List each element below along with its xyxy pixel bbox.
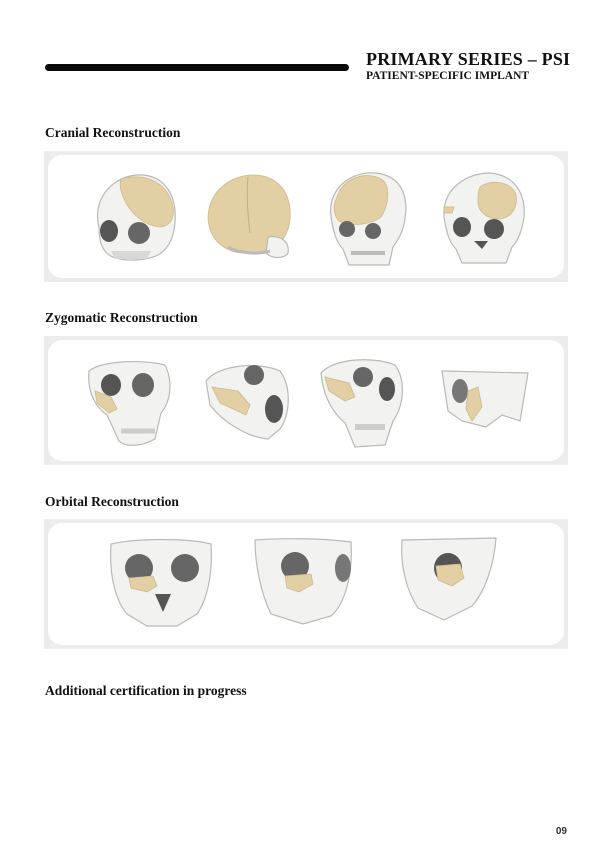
midface-front-orbital-implant: [109, 538, 212, 627]
zygomatic-image-panel: [44, 336, 568, 465]
midface-oblique-orbital-implant: [254, 538, 352, 625]
header-rule: [45, 64, 349, 71]
skull-front-right-cranial-implant: [442, 171, 525, 264]
midface-side-orbital-implant: [400, 537, 497, 621]
skull-fragment-zygomatic-implant: [440, 369, 529, 428]
page-subtitle: PATIENT-SPECIFIC IMPLANT: [366, 70, 530, 82]
cranial-image-panel: [44, 151, 568, 282]
section-title-zygomatic: Zygomatic Reconstruction: [45, 310, 198, 325]
section-title-orbital: Orbital Reconstruction: [45, 494, 179, 509]
skull-side-zygomatic-implant: [204, 364, 289, 440]
page-title: PRIMARY SERIES – PSI: [366, 49, 571, 69]
skull-front-cranial-implant: [329, 171, 406, 266]
section-title-cranial: Cranial Reconstruction: [45, 125, 181, 140]
page-number: 09: [555, 826, 567, 837]
orbital-image-panel: [44, 519, 568, 649]
skull-rear-cranial-implant: [207, 174, 290, 258]
skull-front-zygomatic-implant: [87, 360, 170, 446]
skull-oblique-zygomatic-implant: [319, 358, 403, 448]
certification-note: Additional certification in progress: [45, 683, 247, 698]
skull-front-left-cranial-implant: [96, 173, 176, 261]
